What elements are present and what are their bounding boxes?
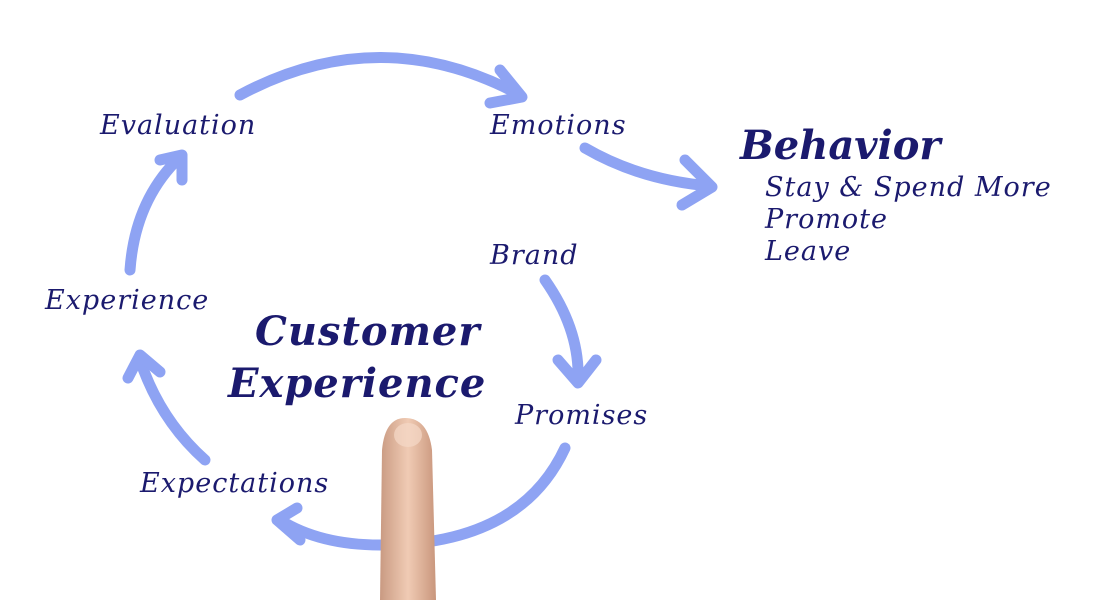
label-emotions: Emotions [490,110,627,141]
arrowhead [552,354,602,389]
arrow-experience-evaluation [124,151,186,276]
arrowhead [122,349,166,384]
arrowhead [676,154,718,211]
arrowhead [484,64,528,109]
finger-image [380,418,436,600]
behavior-item: Stay & Spend More [765,172,1052,203]
behavior-item: Promote [765,204,889,235]
label-expectations: Expectations [140,468,330,499]
arrow-evaluation-emotions [234,52,526,101]
label-evaluation: Evaluation [100,110,257,141]
label-experience: Experience [45,285,210,316]
arrowhead [154,149,188,186]
arrow-brand-promises [539,274,584,386]
arrow-expectations-experience [134,354,211,466]
label-brand: Brand [490,240,579,271]
behavior-title: Behavior [740,122,941,169]
center-title-line2: Experience [228,360,487,407]
arrow-emotions-behavior [579,142,716,192]
arrowhead [271,502,306,546]
label-promises: Promises [515,400,649,431]
center-title-line1: Customer [255,308,481,355]
behavior-item: Leave [765,236,852,267]
